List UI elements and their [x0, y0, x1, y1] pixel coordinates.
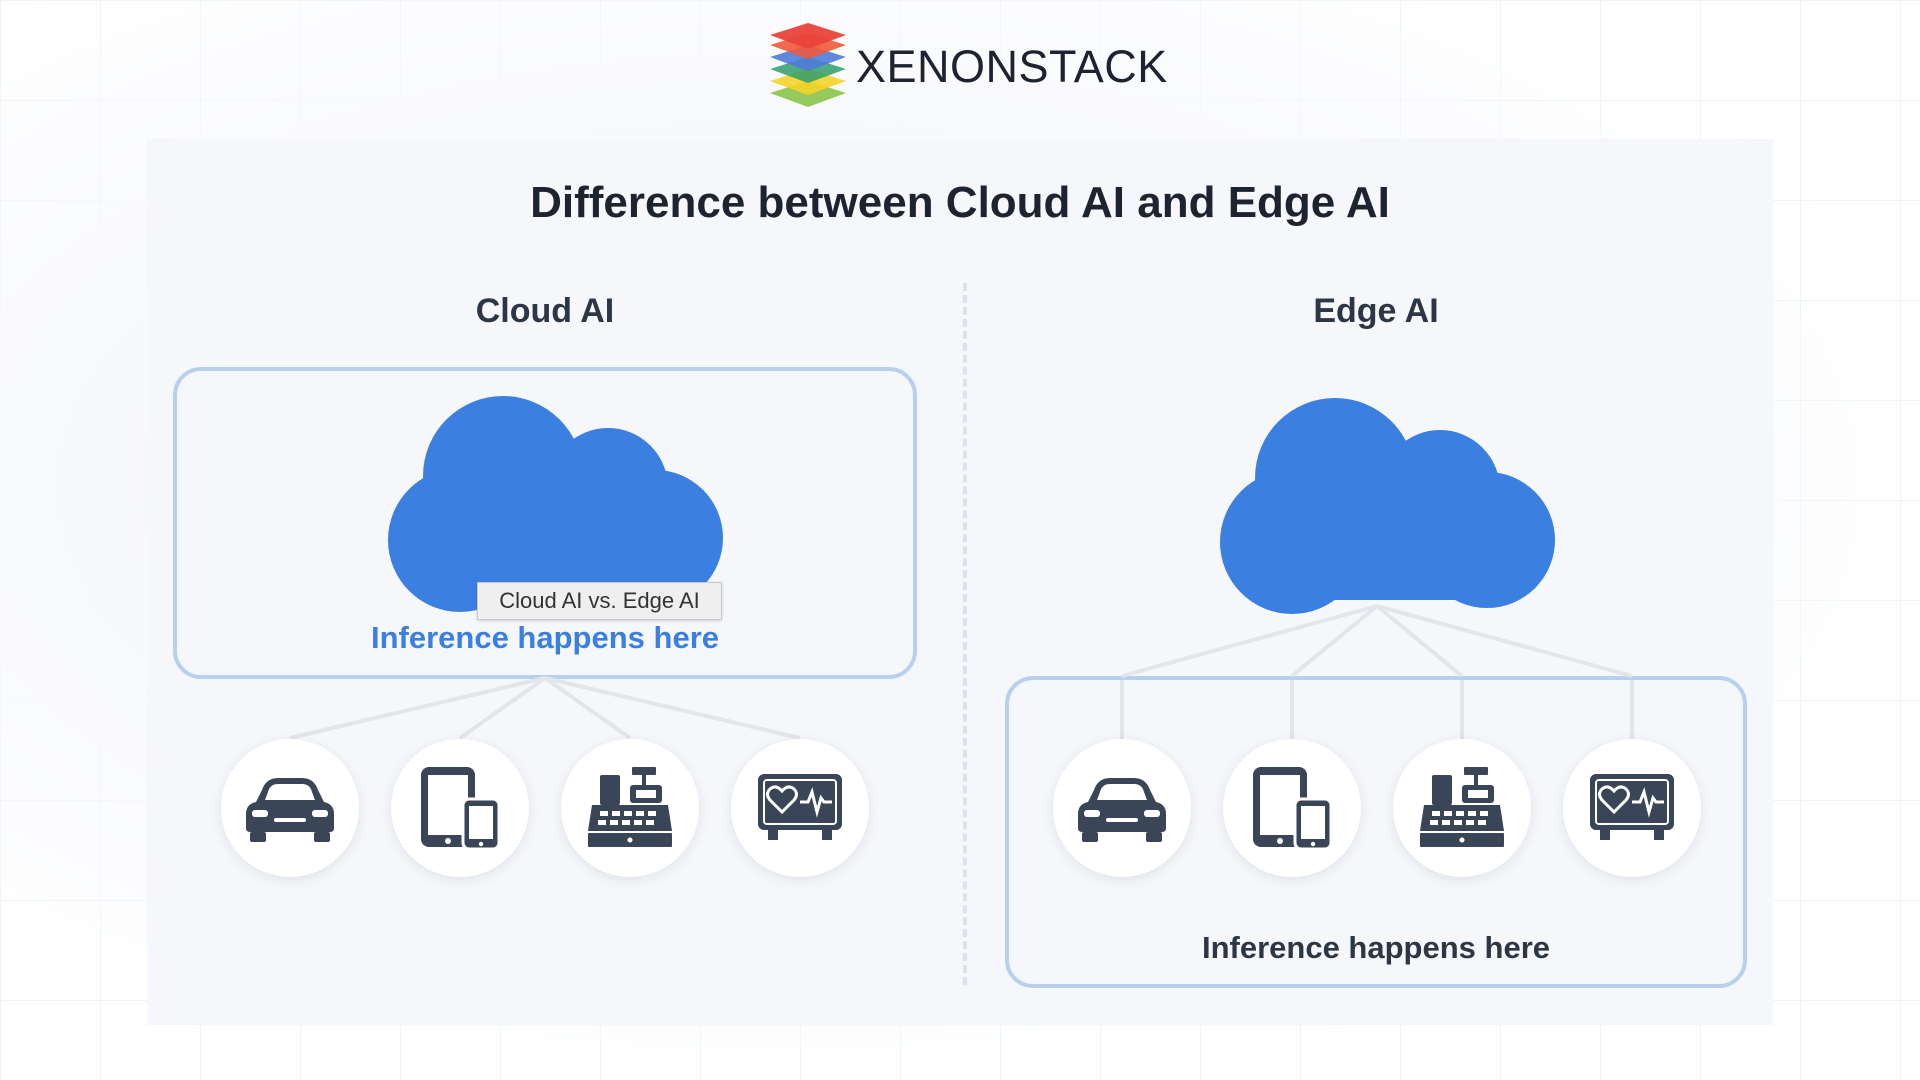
edge-ai-connector-lines — [1120, 604, 1634, 742]
cloud-device-health-monitor — [731, 739, 869, 877]
edge-ai-inference-frame — [1005, 676, 1747, 988]
cloud-ai-heading: Cloud AI — [475, 292, 615, 330]
cloud-device-cash-register — [561, 739, 699, 877]
logo-text: XENONSTACK — [856, 41, 1168, 92]
diagram-title: Difference between Cloud AI and Edge AI — [530, 178, 1390, 227]
image-tooltip: Cloud AI vs. Edge AI — [477, 582, 722, 620]
health-monitor-icon — [1590, 774, 1674, 840]
tablet-phone-icon — [1253, 767, 1333, 851]
tablet-phone-icon — [421, 767, 501, 851]
health-monitor-icon — [758, 774, 842, 840]
cloud-ai-cloud-icon — [388, 396, 723, 612]
xenonstack-logo: XENONSTACK — [768, 22, 1168, 112]
car-icon — [246, 778, 334, 842]
cloud-device-car — [221, 739, 359, 877]
edge-device-health-monitor — [1563, 739, 1701, 877]
cash-register-icon — [588, 767, 672, 847]
cloud-ai-inference-frame — [173, 367, 917, 679]
cash-register-icon — [1420, 767, 1504, 847]
layered-stack-icon — [770, 23, 846, 107]
edge-device-cash-register — [1393, 739, 1531, 877]
cloud-ai-inference-label: Inference happens here — [370, 620, 719, 655]
edge-ai-inference-label: Inference happens here — [1201, 930, 1550, 965]
column-divider — [963, 283, 967, 985]
edge-device-car — [1053, 739, 1191, 877]
edge-ai-heading: Edge AI — [1313, 292, 1439, 330]
cloud-device-tablet-phone — [391, 739, 529, 877]
edge-ai-cloud-icon — [1220, 398, 1555, 614]
edge-device-tablet-phone — [1223, 739, 1361, 877]
car-icon — [1078, 778, 1166, 842]
cloud-ai-connector-lines — [289, 676, 801, 740]
